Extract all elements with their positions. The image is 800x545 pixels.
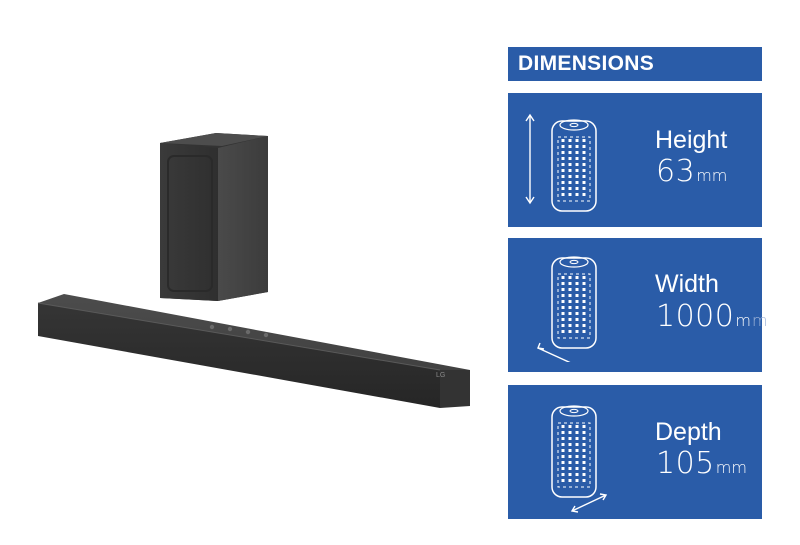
speaker-height-icon [525, 113, 597, 212]
depth-label: Depth [655, 418, 722, 446]
dimensions-header: DIMENSIONS [508, 47, 762, 81]
soundbar-product-image: LG [37, 133, 470, 408]
height-value: 63mm [656, 154, 728, 189]
speaker-width-icon [537, 256, 597, 362]
speaker-depth-icon [551, 405, 608, 513]
subwoofer [160, 133, 268, 301]
depth-value: 105mm [656, 446, 747, 481]
soundbar: LG [37, 294, 470, 408]
dimension-card-depth: Depth 105mm [508, 385, 762, 519]
dimension-card-height: Height 63mm [508, 93, 762, 227]
height-label: Height [655, 126, 728, 154]
width-value: 1000mm [656, 299, 768, 334]
width-label: Width [655, 270, 719, 298]
dimension-card-width: Width 1000mm [508, 238, 768, 372]
brand-logo: LG [436, 372, 445, 379]
